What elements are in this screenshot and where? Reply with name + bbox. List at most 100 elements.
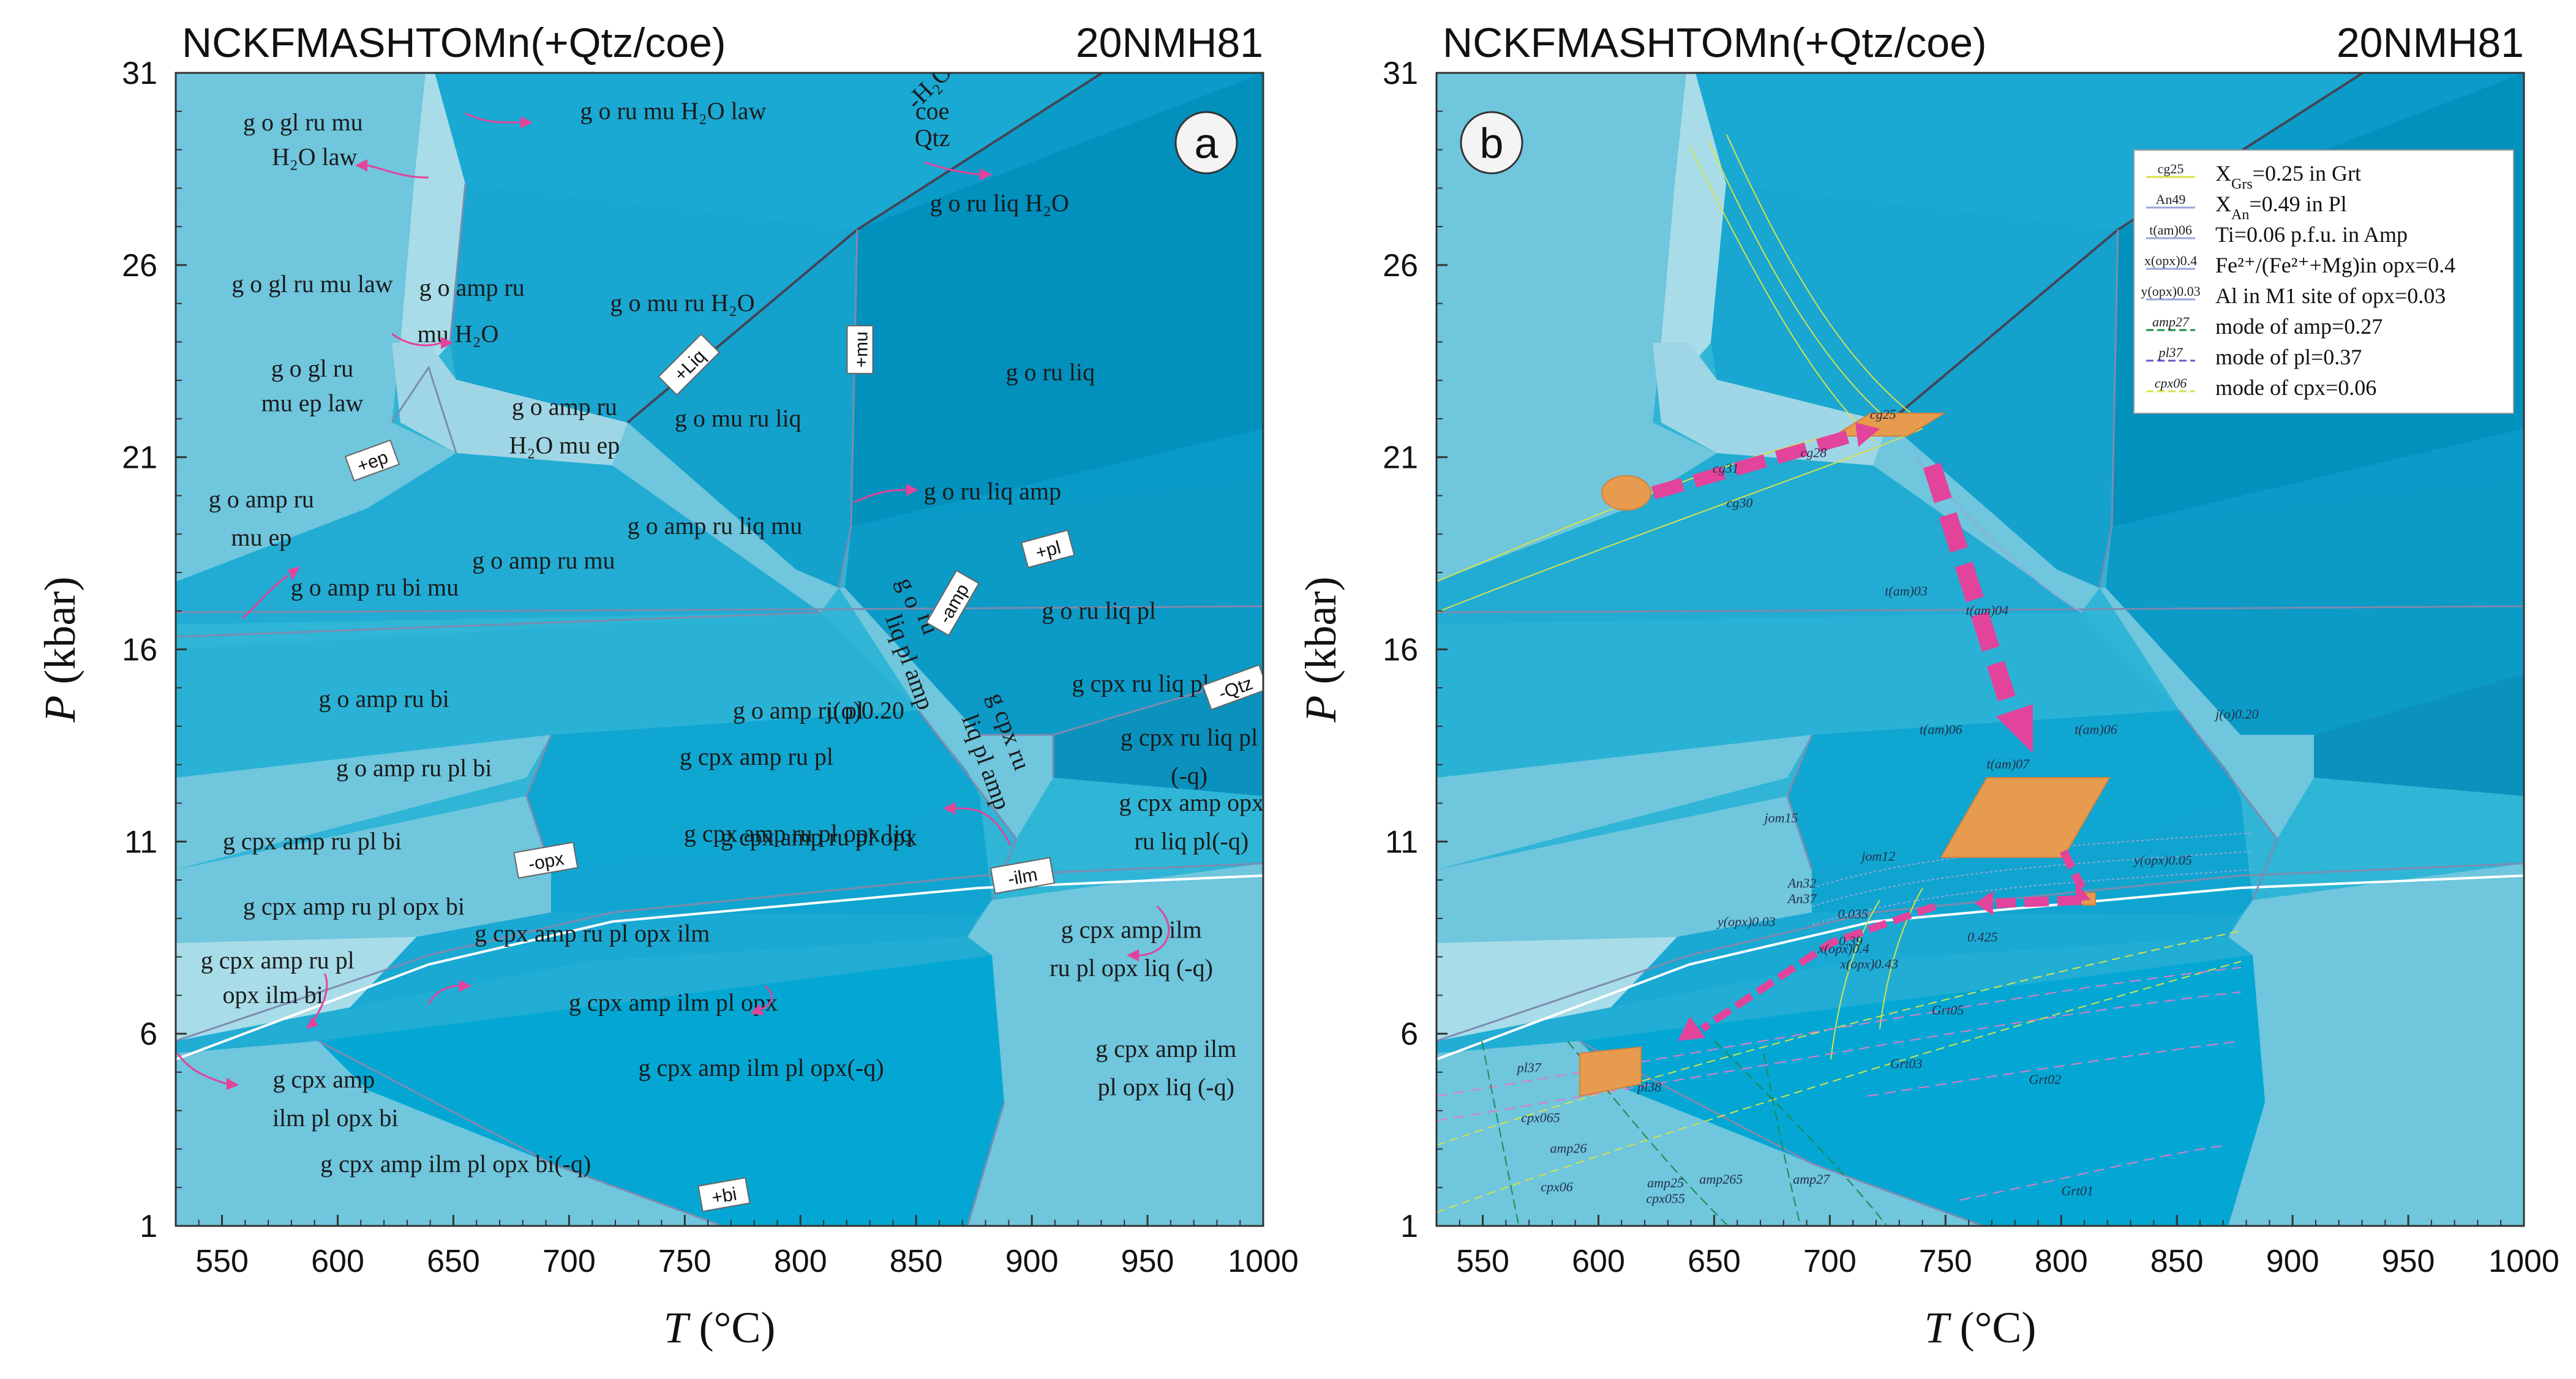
panel-a-letter-badge — [1174, 111, 1238, 175]
field-label: g o amp ru mu — [472, 547, 615, 574]
field-label: g o mu ru H₂O — [610, 289, 754, 317]
isopleth-label: amp265 — [1699, 1171, 1743, 1187]
field-g-cpx-amp-ilm-pl-opx — [176, 937, 992, 1053]
pt-path-decompression — [1923, 462, 2024, 726]
x-tick-label: 550 — [195, 1244, 249, 1279]
field-label: g cpx amp ru pl — [680, 743, 833, 770]
isopleth-label: t(am)04 — [1966, 603, 2009, 618]
b-field-opx-liq-pl — [2253, 778, 2524, 900]
isopleth-label: cg28 — [1801, 445, 1827, 460]
b-field-cpx-pl-bi — [1436, 796, 1812, 919]
b-field-ilm-pl-opx-q — [1579, 955, 2265, 1226]
x-axis-variable: T — [664, 1303, 691, 1352]
b-field-mid-2 — [1888, 230, 2118, 588]
b-field-ilm-pl-opx — [1436, 937, 2253, 1053]
x-tick-label: 850 — [2150, 1244, 2204, 1279]
pt-path-arrowheads — [1678, 423, 2091, 1041]
field-g-cpx-amp-ru-pl-opx-ilm — [176, 937, 416, 1041]
legend-box — [2133, 149, 2514, 414]
field-label: opx ilm bi — [222, 981, 323, 1009]
isopleth-label: t(am)06 — [1920, 722, 1962, 737]
b-field-amp-pl-liq — [2100, 588, 2314, 839]
legend-key: t(am)06 — [2149, 222, 2192, 238]
x-tick-label: 850 — [890, 1244, 943, 1279]
b-field-pl-bi — [1436, 735, 1812, 870]
pt-path — [1651, 428, 2086, 1032]
field-label: Qtz — [915, 124, 950, 151]
field-label: g cpx amp opx — [1119, 789, 1264, 816]
reaction-box-label: -Qtz — [1201, 664, 1263, 711]
x-axis-unit: (°C) — [688, 1303, 776, 1352]
x-tick-label: 650 — [427, 1244, 480, 1279]
field-g-o-ru-liq-amp-pl — [839, 588, 1053, 839]
field-g-cpx-amp-ilm-ru-pl-opx-liq — [967, 863, 1263, 968]
reaction-box-label: -opx — [513, 841, 579, 879]
panel-b: NCKFMASHTOMn(+Qtz/coe) 20NMH81 — [1296, 20, 2559, 1352]
y-axis-variable: P — [1296, 695, 1345, 723]
field-label: g o ru liq pl — [1042, 596, 1156, 624]
y-axis-label: P (kbar) — [36, 577, 84, 723]
field-g-o-mu-ru-liq — [628, 230, 857, 588]
y-tick-label: 16 — [1383, 633, 1418, 668]
b-field-wedge — [1661, 73, 1726, 367]
b-field-opx-ilm — [1436, 937, 1677, 1041]
panel-a-title: NCKFMASHTOMn(+Qtz/coe) — [182, 20, 726, 66]
field-label: g o ru liq H₂O — [930, 189, 1069, 217]
isopleth-label: x(opx)0.43 — [1839, 956, 1898, 971]
y-tick-label: 16 — [122, 633, 157, 668]
panel-b-letter-badge — [1460, 111, 1523, 175]
field-label: g o gl ru — [271, 355, 353, 382]
legend-text: mode of amp=0.27 — [2215, 314, 2383, 339]
field-g-o-amp-ru-pl-bi — [176, 735, 551, 870]
field-label: mu ep law — [261, 389, 364, 416]
field-label: g o amp ru — [512, 393, 617, 421]
field-g-o-mu-ru-h2o — [450, 184, 857, 423]
legend-key: x(opx)0.4 — [2144, 253, 2197, 268]
reaction-box — [1201, 664, 1263, 711]
isopleth-label: cpx055 — [1646, 1190, 1685, 1206]
panel-b-letter: b — [1480, 119, 1504, 167]
field-label: coe — [915, 97, 950, 124]
isopleth-label: 0.39 — [1839, 933, 1863, 949]
b-field-mid-1 — [1711, 184, 2118, 423]
b-field-left-4 — [1436, 423, 1717, 582]
field-label: g o amp ru bi — [318, 685, 449, 713]
x-tick-label: 900 — [2266, 1244, 2319, 1279]
field-label: mu ep — [231, 524, 291, 551]
field-label: ilm pl opx bi — [272, 1104, 399, 1132]
field-label: g cpx amp ru pl — [201, 946, 355, 974]
isopleth-label: y(opx)0.05 — [2133, 852, 2192, 868]
field-g-o-ru-liq-pl-upper — [851, 429, 1263, 527]
field-label: H₂O law — [272, 143, 358, 171]
field-label: g o amp ru liq mu — [628, 512, 803, 539]
b-field-ilm-pl-opx-liq — [2228, 955, 2524, 1226]
field-label: g cpx amp ilm — [1061, 915, 1202, 943]
x-tick-label: 800 — [774, 1244, 827, 1279]
isopleth-label: cg31 — [1713, 460, 1739, 476]
legend-text: Ti=0.06 p.f.u. in Amp — [2215, 222, 2408, 247]
isopleth-label: cg30 — [1727, 495, 1753, 510]
isopleth-label: cpx06 — [1541, 1179, 1573, 1195]
reaction-box — [658, 333, 721, 396]
field-label: mu H₂O — [418, 320, 499, 347]
field-g-cpx-amp-ilm-pl-opx-bi — [176, 1041, 723, 1226]
b-field-amp-mu — [1436, 453, 2081, 625]
field-label: g cpx amp ru pl opx bi — [243, 893, 465, 920]
field-g-o-ru-liq-pl — [845, 478, 1263, 735]
legend-key: y(opx)0.03 — [2141, 284, 2200, 299]
legend-text: XAn=0.49 in Pl — [2215, 192, 2347, 223]
x-tick-label: 950 — [2382, 1244, 2435, 1279]
x-tick-label: 950 — [1121, 1244, 1174, 1279]
x-tick-label: 550 — [1456, 1244, 1509, 1279]
field-label: (-q) — [1171, 762, 1207, 789]
isopleth-label: An32 — [1787, 876, 1816, 891]
field-label: pl opx liq (-q) — [1098, 1073, 1234, 1101]
legend-key: cg25 — [2158, 161, 2184, 176]
field-g-o-ru-liq — [851, 73, 1263, 527]
x-tick-label: 600 — [1572, 1244, 1625, 1279]
reaction-box-label: -ilm — [989, 857, 1055, 895]
reaction-box — [989, 857, 1055, 895]
